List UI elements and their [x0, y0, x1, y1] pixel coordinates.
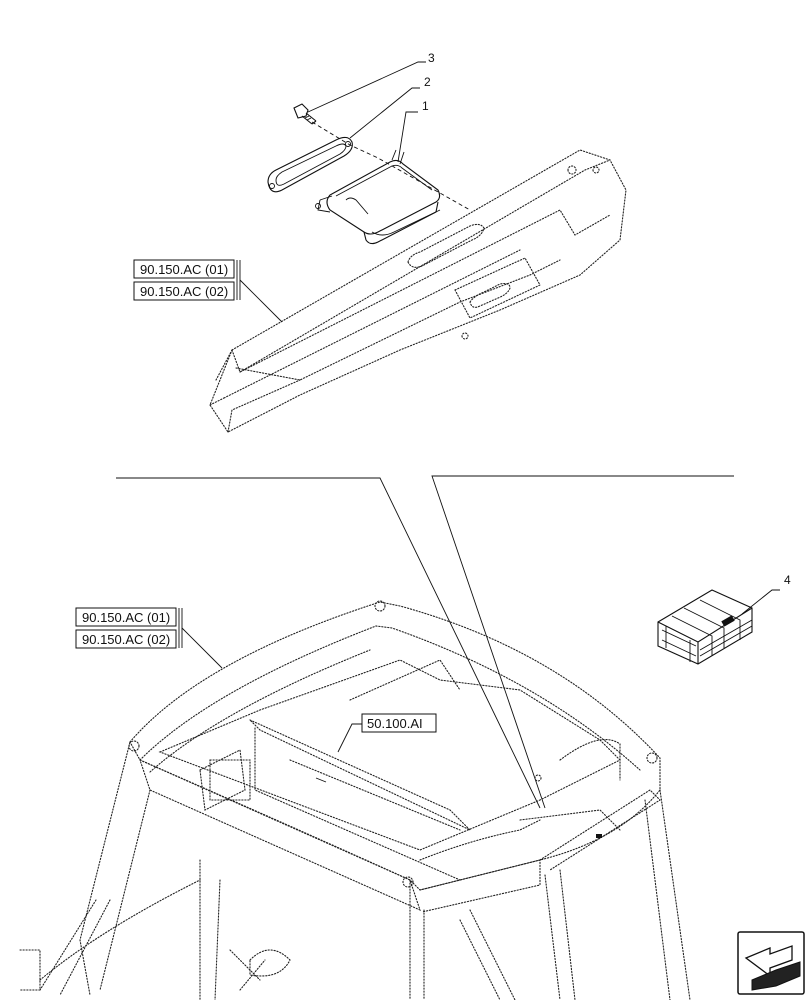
leader-4 — [741, 589, 780, 615]
lower-reference-2[interactable]: 90.150.AC (02) — [82, 632, 170, 647]
upper-reference-2[interactable]: 90.150.AC (02) — [140, 284, 228, 299]
cab-frame — [19, 600, 691, 1000]
mid-reference[interactable]: 50.100.AI — [367, 716, 423, 731]
bolt-part-3 — [293, 103, 317, 125]
leader-2 — [349, 87, 420, 139]
callout-3: 3 — [428, 51, 435, 65]
upper-assembly: 3 2 1 90.150.AC (01) 90.150.AC (02) — [133, 51, 627, 433]
lower-reference-group[interactable]: 90.150.AC (01) 90.150.AC (02) — [75, 607, 223, 669]
upper-reference-1[interactable]: 90.150.AC (01) — [140, 262, 228, 277]
leader-3 — [307, 61, 426, 113]
detail-view-lines — [116, 475, 734, 809]
kit-box-part-4: 4 — [657, 573, 791, 665]
callout-1: 1 — [422, 99, 429, 113]
upper-reference-group[interactable]: 90.150.AC (01) 90.150.AC (02) — [133, 259, 283, 323]
callout-2: 2 — [424, 75, 431, 89]
arrow-navigation-icon[interactable] — [737, 931, 805, 995]
callout-4: 4 — [784, 573, 791, 587]
leader-1 — [397, 111, 418, 163]
gasket-part-2 — [267, 136, 353, 193]
air-duct-part-1 — [315, 149, 441, 245]
lower-reference-1[interactable]: 90.150.AC (01) — [82, 610, 170, 625]
mid-reference-group[interactable]: 50.100.AI — [337, 713, 437, 753]
roof-panel — [209, 149, 627, 433]
